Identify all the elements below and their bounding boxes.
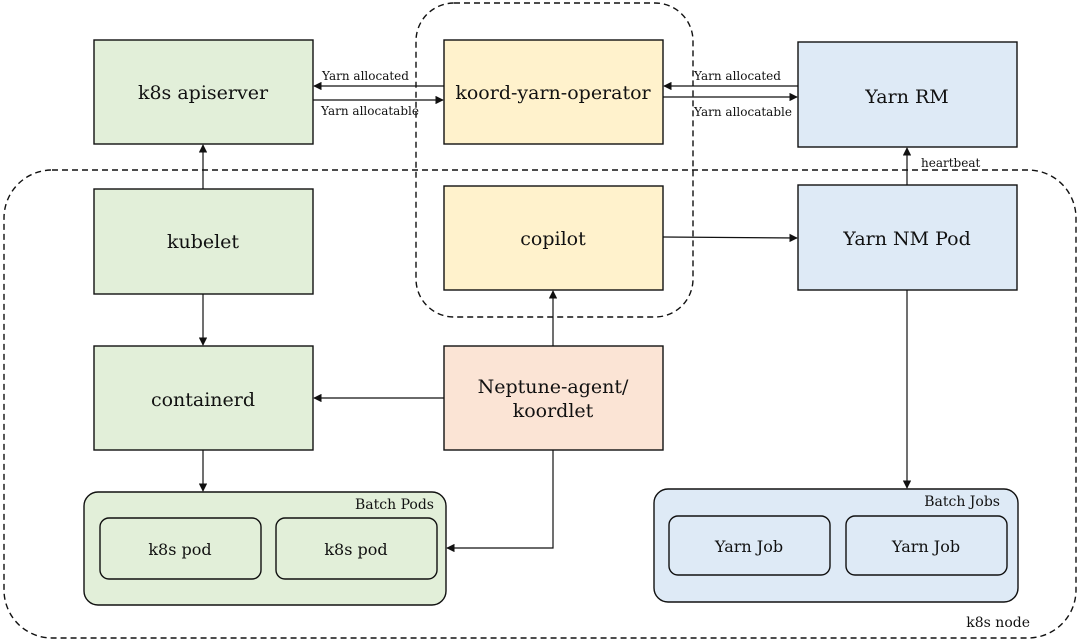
neptune-agent-node: [443, 345, 664, 451]
yarn-nm-pod-node: [797, 184, 1018, 291]
edge-copilot-to-nm-pod: [662, 233, 798, 243]
k8s-pod-2-label: k8s pod: [324, 540, 387, 559]
edge-right-allocated-label: Yarn allocated: [693, 69, 781, 83]
batch-jobs-label: Batch Jobs: [924, 494, 1000, 510]
k8s-pod-node-2: [275, 517, 438, 580]
edge-left-allocatable-label: Yarn allocatable: [320, 104, 419, 118]
edge-left-allocated-label: Yarn allocated: [321, 69, 409, 83]
k8s-node-label: k8s node: [966, 615, 1030, 631]
kubelet-label: kubelet: [167, 231, 239, 253]
yarn-job-1-label: Yarn Job: [714, 537, 783, 556]
k8s-pod-1-label: k8s pod: [148, 540, 211, 559]
k8s-node-boundary: [3, 169, 1077, 639]
k8s-pod-node-1: [99, 517, 262, 580]
yarn-rm-label: Yarn RM: [864, 86, 949, 108]
edge-right-allocatable-label: Yarn allocatable: [693, 105, 792, 119]
kubelet-node: [93, 188, 314, 295]
yarn-job-node-2: [845, 515, 1008, 576]
yarn-job-node-1: [668, 515, 831, 576]
k8s-apiserver-node: [93, 39, 314, 145]
koord-yarn-operator-label: koord-yarn-operator: [455, 82, 651, 104]
containerd-node: [93, 345, 314, 451]
copilot-label: copilot: [520, 228, 586, 250]
neptune-agent-label-line1: Neptune-agent/: [478, 376, 629, 398]
yarn-job-2-label: Yarn Job: [891, 537, 960, 556]
yarn-nm-pod-label: Yarn NM Pod: [842, 228, 971, 250]
containerd-label: containerd: [151, 389, 255, 411]
edge-neptune-to-batch-pods: [446, 450, 554, 553]
k8s-apiserver-label: k8s apiserver: [138, 82, 269, 104]
copilot-node: [443, 185, 664, 291]
operator-copilot-group: [415, 2, 694, 318]
batch-pods-label: Batch Pods: [355, 497, 434, 513]
neptune-agent-label-line2: koordlet: [513, 400, 594, 422]
koord-yarn-operator-node: [443, 39, 664, 145]
yarn-rm-node: [797, 41, 1018, 148]
edge-heartbeat-label: heartbeat: [921, 156, 980, 170]
